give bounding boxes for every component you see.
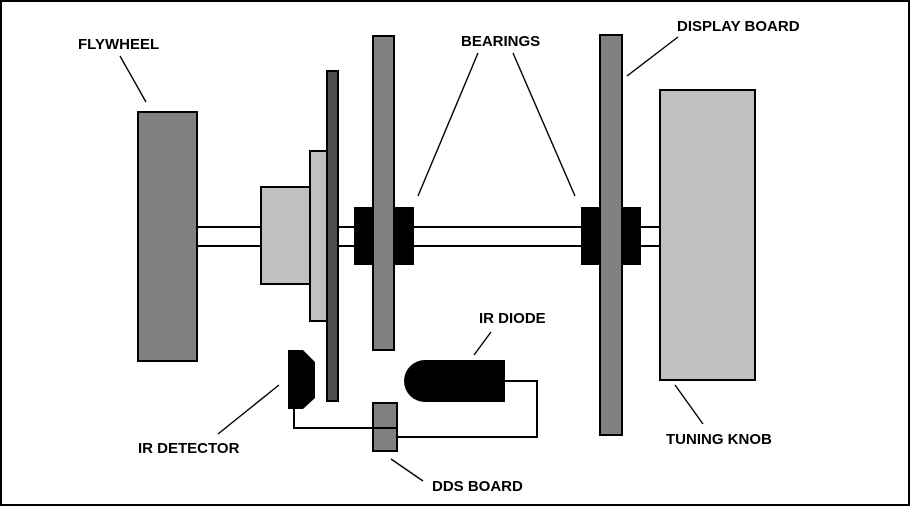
leader-bearing-right [512,52,576,197]
label-dds-board: DDS BOARD [432,478,523,495]
leader-display-board [626,36,679,77]
hub [260,186,311,285]
label-display-board: DISPLAY BOARD [677,18,800,35]
flywheel [137,111,198,362]
leader-flywheel [119,55,147,103]
label-ir-diode: IR DIODE [479,310,546,327]
label-flywheel: FLYWHEEL [78,36,159,53]
leader-dds-board [390,458,424,482]
wire-diode-to-dds [397,380,538,438]
wire-detector-to-dds [293,409,397,429]
bearing-plate [372,35,395,351]
label-ir-detector: IR DETECTOR [138,440,240,457]
display-board [599,34,623,436]
label-bearings: BEARINGS [461,33,540,50]
encoder-disk-light [309,150,328,322]
leader-ir-diode [473,331,492,356]
label-tuning-knob: TUNING KNOB [666,431,772,448]
ir-diode [404,360,505,402]
ir-detector [288,350,315,409]
tuning-knob [659,89,756,381]
encoder-disk-dark [326,70,339,402]
leader-tuning-knob [674,384,704,425]
leader-ir-detector [217,384,280,435]
leader-bearing-left [417,52,479,197]
